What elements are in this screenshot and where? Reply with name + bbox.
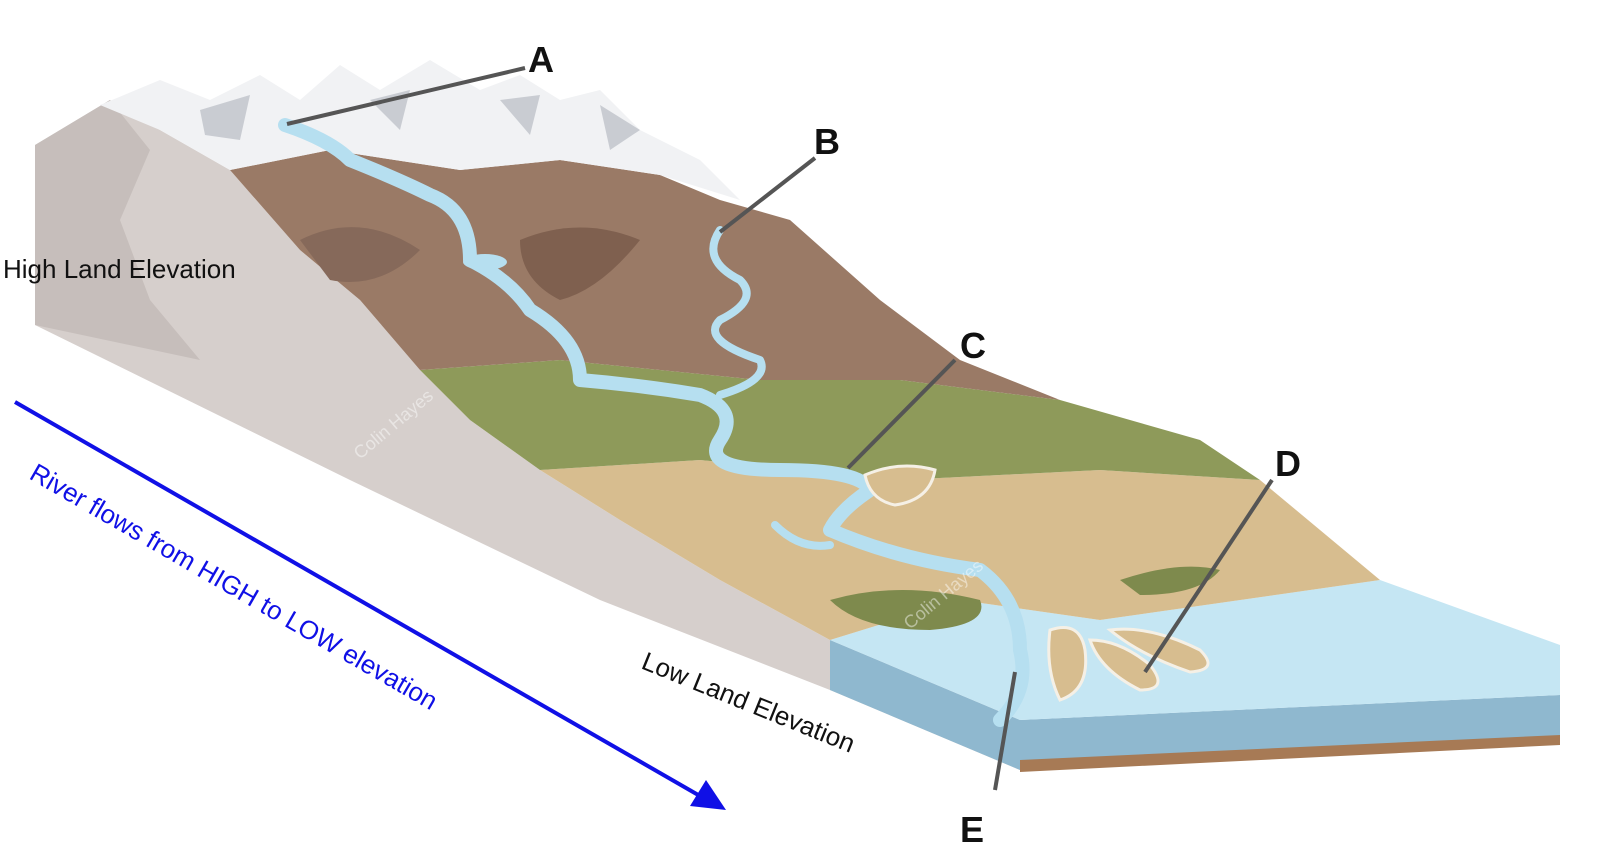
rocky-mountains: [230, 150, 1060, 400]
waterfall-pool: [463, 254, 507, 270]
label-e: E: [960, 809, 984, 850]
label-a: A: [528, 39, 554, 80]
side-face-shadow: [35, 100, 200, 360]
delta-island-2: [1087, 638, 1160, 692]
grass-patch: [830, 590, 982, 630]
label-b: B: [814, 121, 840, 162]
meander-island: [863, 464, 937, 507]
sand-plain: [540, 460, 1380, 640]
leader-line-c: [846, 358, 957, 470]
leader-line-b: [718, 156, 817, 234]
grass-patch-2: [1120, 566, 1220, 595]
delta-island-1: [1047, 626, 1088, 702]
leader-line-d: [1143, 478, 1274, 674]
rock-shadow-2: [300, 227, 420, 282]
high-elevation-label: High Land Elevation: [3, 254, 236, 284]
label-d: D: [1275, 443, 1301, 484]
leader-line-a: [286, 66, 526, 126]
rock-shadow: [520, 227, 640, 300]
tributary-channel: [709, 226, 766, 399]
leader-line-e: [993, 671, 1017, 791]
oxbow-lake: [771, 521, 834, 550]
snowy-peaks: [100, 60, 740, 200]
flow-arrow-shaft: [14, 400, 701, 798]
label-c: C: [960, 325, 986, 366]
flow-direction-label: River flows from HIGH to LOW elevation: [25, 457, 443, 716]
river-channel: [278, 118, 1030, 727]
snow-shadow: [200, 90, 640, 150]
flow-arrow-head: [690, 780, 726, 810]
sea-front-face: [830, 640, 1560, 770]
soil-strip: [1020, 735, 1560, 772]
landform-side-face: [35, 100, 1020, 770]
